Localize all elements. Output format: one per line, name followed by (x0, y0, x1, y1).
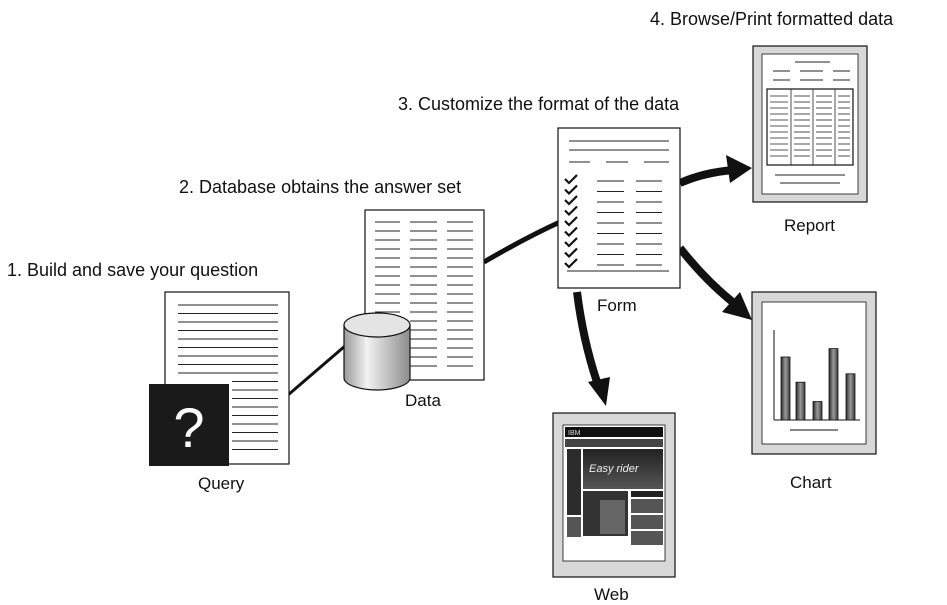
step-3-label: 3. Customize the format of the data (398, 94, 680, 114)
form-to-report-arrow (678, 166, 736, 187)
web-thumbnail-brand: IBM (568, 430, 581, 437)
chart-bar (812, 401, 823, 421)
form-document-icon (557, 127, 681, 289)
database-cylinder-icon (343, 312, 411, 391)
form-to-chart-arrowhead (722, 292, 752, 320)
chart-bar (795, 381, 806, 421)
question-mark-symbol: ? (173, 396, 204, 459)
form-caption: Form (597, 296, 637, 315)
step-1-label: 1. Build and save your question (7, 260, 259, 280)
web-caption: Web (594, 585, 629, 604)
chart-document-icon (751, 291, 877, 455)
web-document-icon: IBM Easy rider (552, 412, 676, 578)
report-caption: Report (784, 216, 836, 235)
query-caption: Query (198, 474, 245, 493)
chart-bar (845, 373, 856, 421)
report-document-icon (752, 45, 868, 203)
form-to-web-arrow (573, 291, 601, 384)
web-thumbnail-headline: Easy rider (589, 463, 640, 475)
chart-caption: Chart (790, 473, 832, 492)
chart-bar (828, 348, 839, 421)
data-to-form-connector (482, 219, 562, 265)
form-to-web-arrowhead (588, 377, 610, 406)
form-to-chart-arrow (676, 245, 738, 308)
step-2-label: 2. Database obtains the answer set (179, 177, 462, 197)
data-caption: Data (405, 391, 441, 410)
step-4-label: 4. Browse/Print formatted data (650, 9, 894, 29)
question-mark-icon: ? (149, 384, 229, 466)
query-to-data-connector (287, 338, 353, 397)
chart-bar (780, 356, 791, 421)
form-to-report-arrowhead (726, 155, 752, 183)
